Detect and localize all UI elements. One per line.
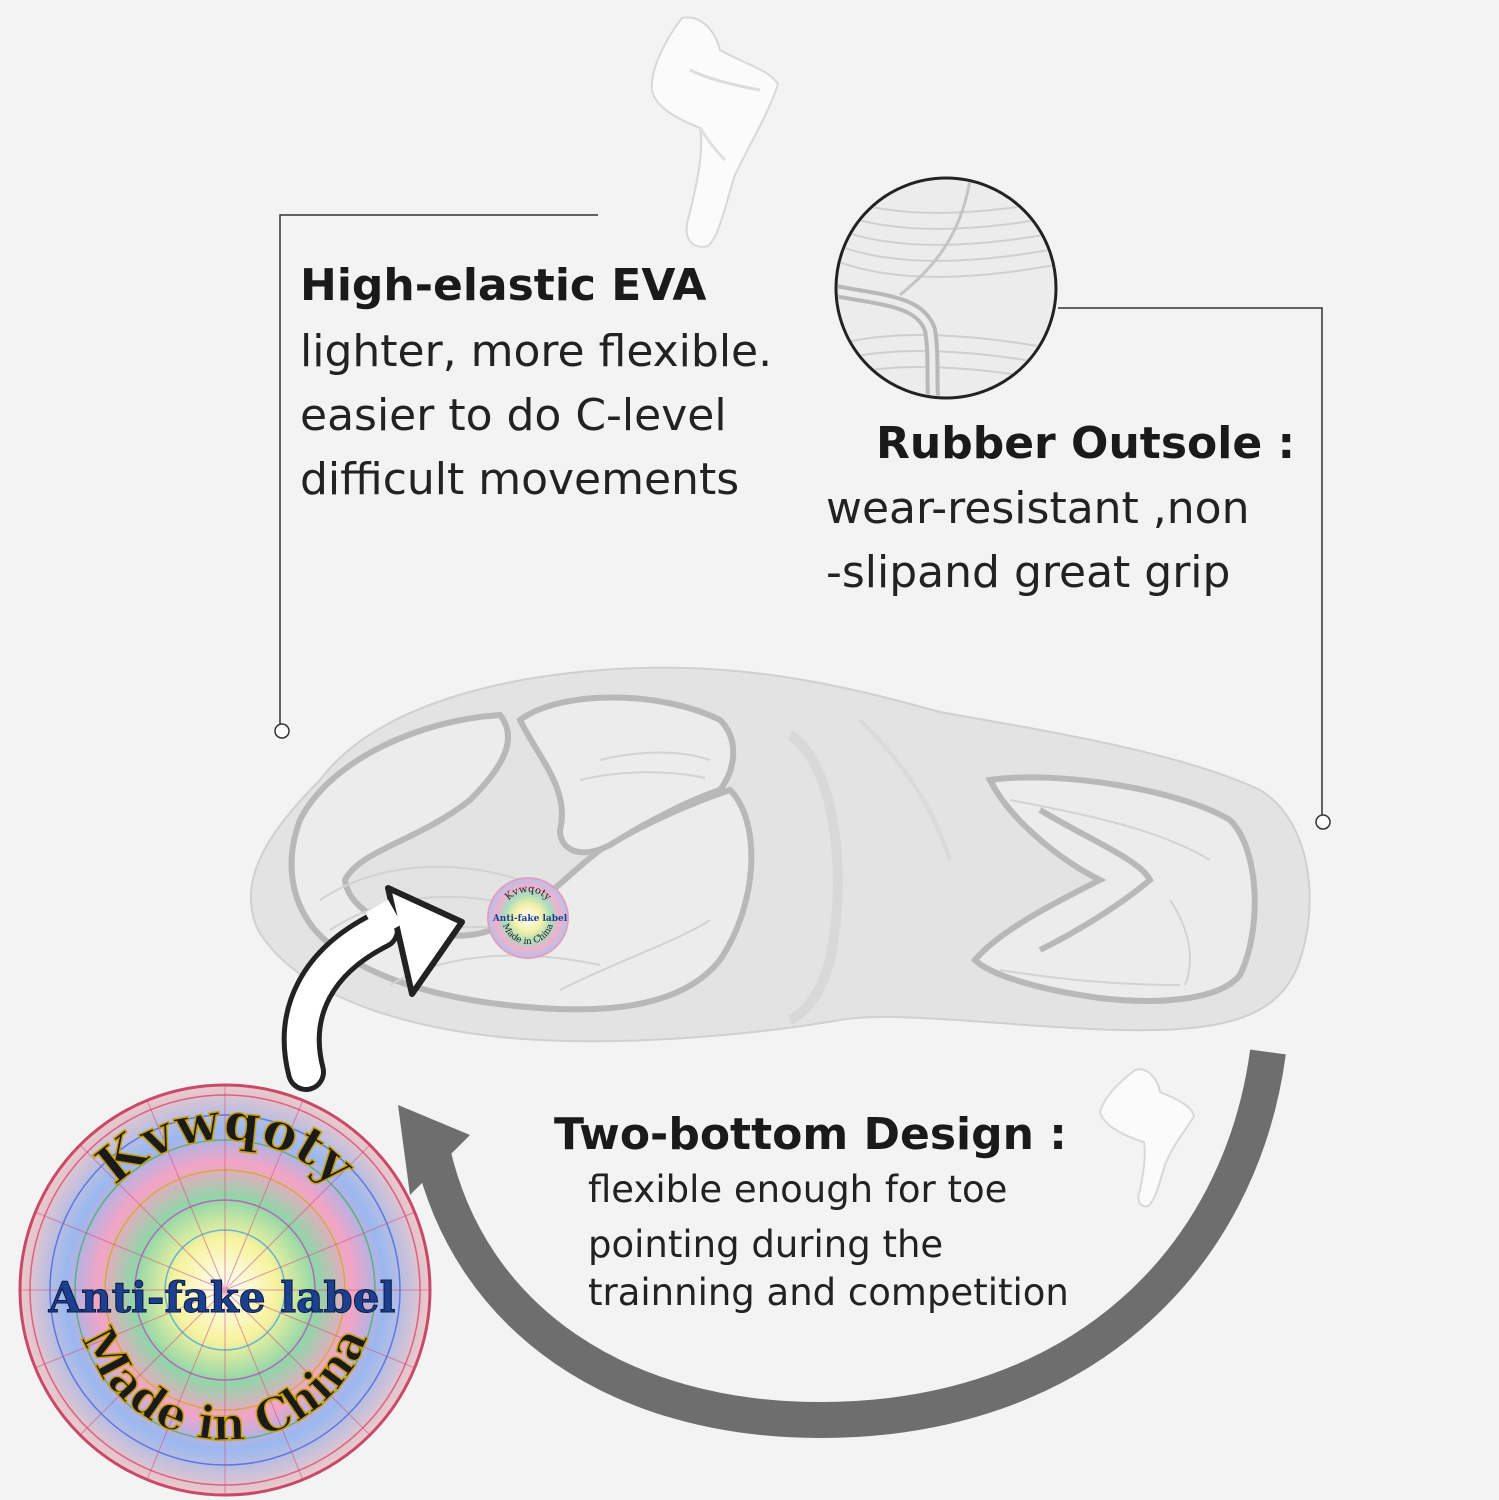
eva-line-3: difficult movements bbox=[300, 454, 740, 505]
eva-line-2: easier to do C-level bbox=[300, 390, 727, 441]
design-title: Two-bottom Design : bbox=[554, 1109, 1067, 1160]
outsole-callout-line bbox=[1058, 307, 1331, 830]
svg-text:Kvwqoty: Kvwqoty bbox=[503, 884, 553, 903]
outsole-title: Rubber Outsole : bbox=[876, 418, 1296, 469]
design-line-2: pointing during the bbox=[588, 1223, 944, 1266]
tread-zoom-circle bbox=[834, 176, 1058, 400]
sticker-small-brand: Kvwqoty bbox=[503, 884, 553, 903]
eva-line-1: lighter, more flexible. bbox=[300, 326, 773, 377]
outsole-line-1: wear-resistant ,non bbox=[826, 483, 1250, 534]
anti-fake-label-large: Kvwqoty Anti-fake label Made in China bbox=[18, 1083, 432, 1497]
white-curved-arrow bbox=[281, 885, 465, 1092]
gray-rotation-arrow bbox=[398, 1049, 1286, 1439]
shoe-pointed-small-image bbox=[1098, 1068, 1196, 1208]
eva-title: High-elastic EVA bbox=[300, 260, 707, 311]
anti-fake-sticker-small: Kvwqoty Anti-fake label Made in China bbox=[487, 877, 569, 959]
label-middle-text: Anti-fake label bbox=[48, 1273, 396, 1322]
outsole-line-2: -slipand great grip bbox=[826, 547, 1231, 598]
design-line-1: flexible enough for toe bbox=[588, 1168, 1008, 1211]
design-line-3: trainning and competition bbox=[588, 1271, 1069, 1314]
eva-callout-line bbox=[274, 214, 598, 739]
sticker-small-middle: Anti-fake label bbox=[492, 914, 568, 924]
shoe-pointed-top-image bbox=[650, 16, 780, 248]
